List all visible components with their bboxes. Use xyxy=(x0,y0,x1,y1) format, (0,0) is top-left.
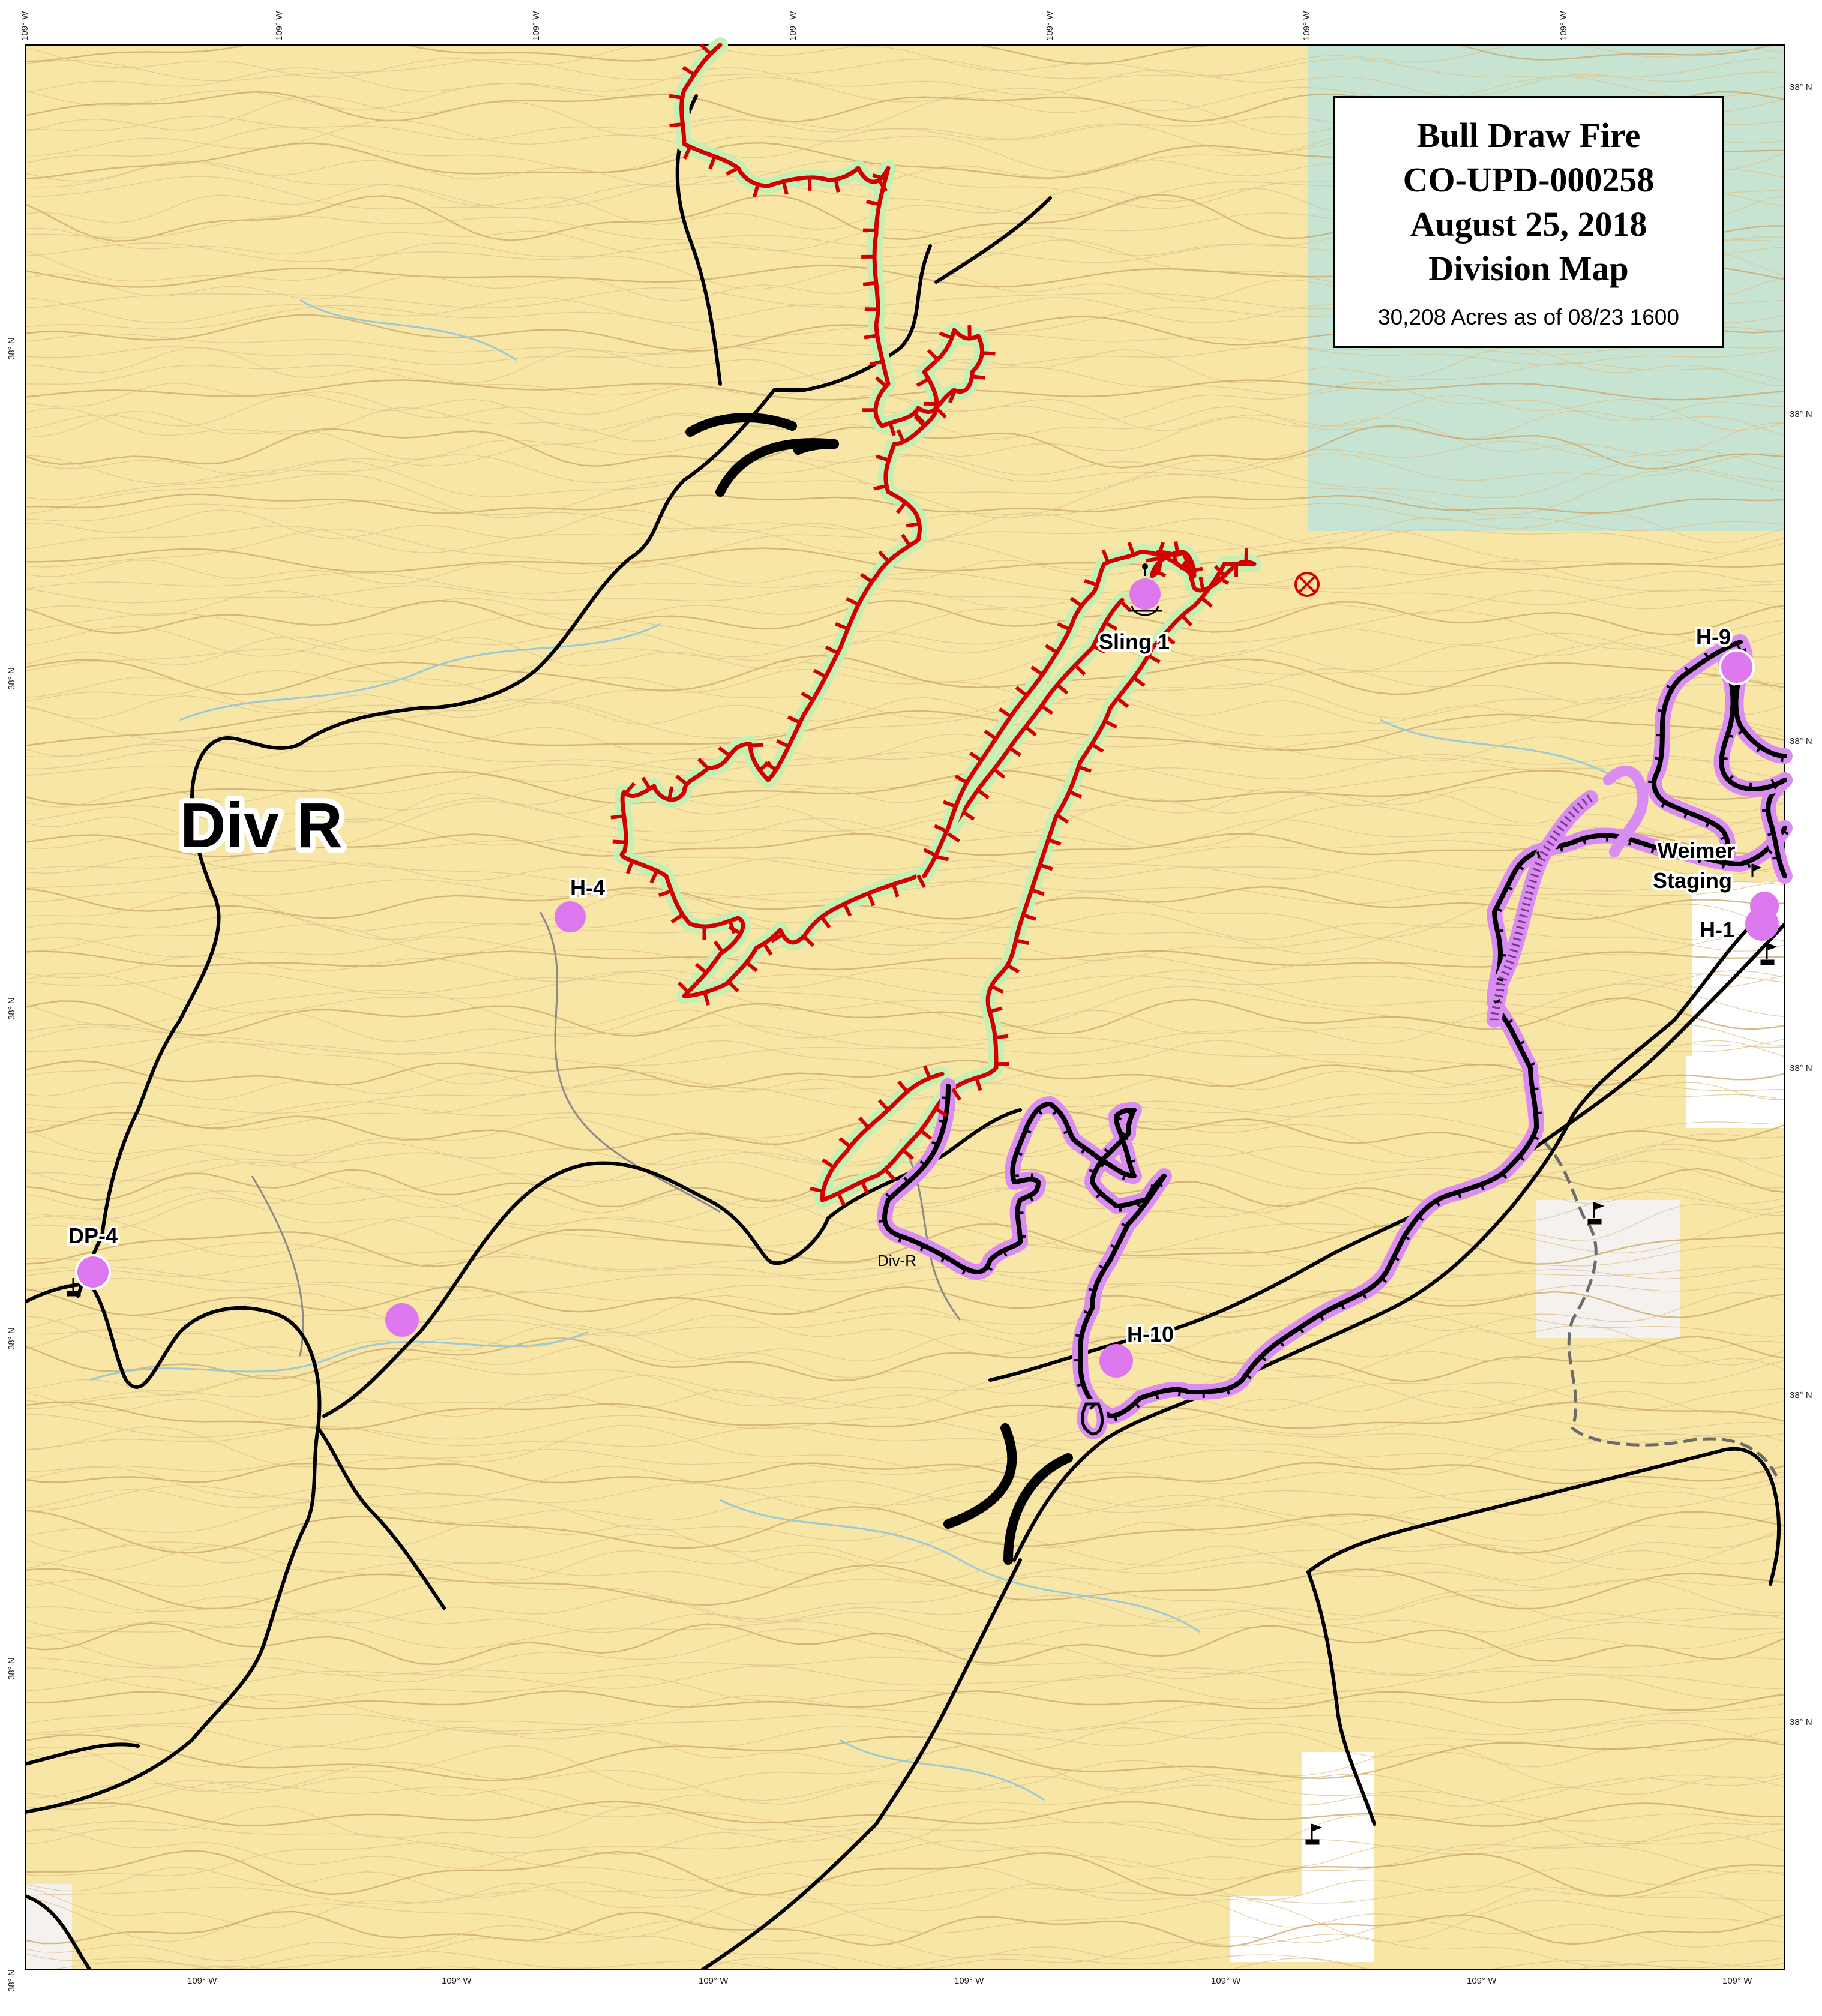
graticule-label: 109° W xyxy=(699,1976,729,1986)
division-label: Div R xyxy=(180,790,343,861)
map-title-line-4: Division Map xyxy=(1428,249,1629,288)
label-weimer: Weimer xyxy=(1658,838,1735,863)
graticule-label: 109° W xyxy=(1302,11,1312,41)
graticule-label: 109° W xyxy=(1559,11,1569,41)
label-staging: Staging xyxy=(1653,868,1732,893)
hand-line xyxy=(1603,766,1649,857)
gray-road xyxy=(1541,1139,1778,1477)
graticule-label: 38° N xyxy=(7,1657,17,1680)
helispot-h1b xyxy=(1750,892,1779,920)
label-h4: H-4 xyxy=(570,875,605,900)
helispot-h9[interactable] xyxy=(1719,649,1755,685)
fire-edge-ticks xyxy=(610,43,1132,1006)
acreage-text: 30,208 Acres as of 08/23 1600 xyxy=(1378,305,1679,329)
helispot-h4[interactable] xyxy=(555,901,586,932)
graticule-label: 109° W xyxy=(442,1976,472,1986)
staging-flag-icon xyxy=(67,863,1778,1845)
graticule-label: 38° N xyxy=(7,667,17,690)
graticule-label: 38° N xyxy=(1790,409,1812,419)
graticule-label: 109° W xyxy=(954,1976,984,1986)
streams xyxy=(89,299,1621,1801)
drop-point-dp4[interactable] xyxy=(75,1254,111,1290)
graticule-label: 109° W xyxy=(1211,1976,1241,1986)
graticule-label: 38° N xyxy=(7,1327,17,1350)
graticule-label: 109° W xyxy=(1722,1976,1752,1986)
graticule-label: 109° W xyxy=(1045,11,1055,41)
label-sling1: Sling 1 xyxy=(1099,629,1170,654)
graticule-label: 109° W xyxy=(531,11,541,41)
closed-area-icon[interactable] xyxy=(1294,572,1320,597)
label-h1: H-1 xyxy=(1700,917,1734,942)
label-h10: H-10 xyxy=(1127,1322,1174,1346)
graticule-label: 38° N xyxy=(1790,82,1812,92)
map-title-line-2: CO-UPD-000258 xyxy=(1403,160,1655,199)
map-border xyxy=(25,44,1785,1970)
helispot-icon xyxy=(75,649,1779,1378)
graticule-label: 38° N xyxy=(7,1969,17,1992)
division-break-icon xyxy=(685,413,839,497)
graticule-label: 109° W xyxy=(1467,1976,1497,1986)
map-title-line-1: Bull Draw Fire xyxy=(1416,116,1641,155)
hand-line-hatch xyxy=(1490,794,1593,1021)
completed-spot-edge xyxy=(1080,1402,1104,1436)
graticule-label: 38° N xyxy=(1790,1390,1812,1400)
helispot-h10[interactable] xyxy=(1099,1344,1133,1378)
label-h9: H-9 xyxy=(1696,625,1731,649)
completed-line xyxy=(877,634,1793,1424)
completed-line-ticks xyxy=(879,829,1789,1422)
private-land-area xyxy=(1686,882,1785,1128)
graticule-label: 38° N xyxy=(1790,1063,1812,1073)
graticule-label: 38° N xyxy=(1790,1717,1812,1727)
fire-edge-ticks xyxy=(810,541,1249,1207)
map-title-box: Bull Draw Fire CO-UPD-000258 August 25, … xyxy=(1333,96,1724,348)
graticule-label: 109° W xyxy=(274,11,284,41)
private-land-area xyxy=(25,1884,72,1970)
roads xyxy=(25,94,1785,1970)
division-break-label: Div-R xyxy=(877,1252,916,1270)
trails xyxy=(251,911,961,1357)
helispot-unnamed[interactable] xyxy=(385,1303,419,1337)
private-land-area xyxy=(1536,1200,1680,1338)
graticule-label: 38° N xyxy=(7,337,17,360)
fire-perimeter-central xyxy=(814,544,1262,1208)
completed-line-ticks xyxy=(1762,784,1779,860)
graticule-label: 109° W xyxy=(187,1976,217,1986)
completed-line-ticks xyxy=(1648,640,1731,841)
graticule-label: 38° N xyxy=(7,997,17,1020)
graticule-label: 109° W xyxy=(788,11,798,41)
graticule-label: 38° N xyxy=(1790,736,1812,746)
label-dp4: DP-4 xyxy=(68,1223,118,1248)
contour-lines xyxy=(25,45,1785,1970)
sling-icon[interactable] xyxy=(1128,563,1162,616)
fire-perimeter-west xyxy=(614,37,1130,1004)
division-break-icon xyxy=(943,1423,1073,1565)
graticule-labels: 109° W 109° W 109° W 109° W 109° W 109° W 109°… xyxy=(7,11,1812,1992)
graticule-label: 109° W xyxy=(20,11,30,41)
map-title-line-3: August 25, 2018 xyxy=(1410,205,1647,244)
private-land-area xyxy=(1230,1752,1374,1962)
